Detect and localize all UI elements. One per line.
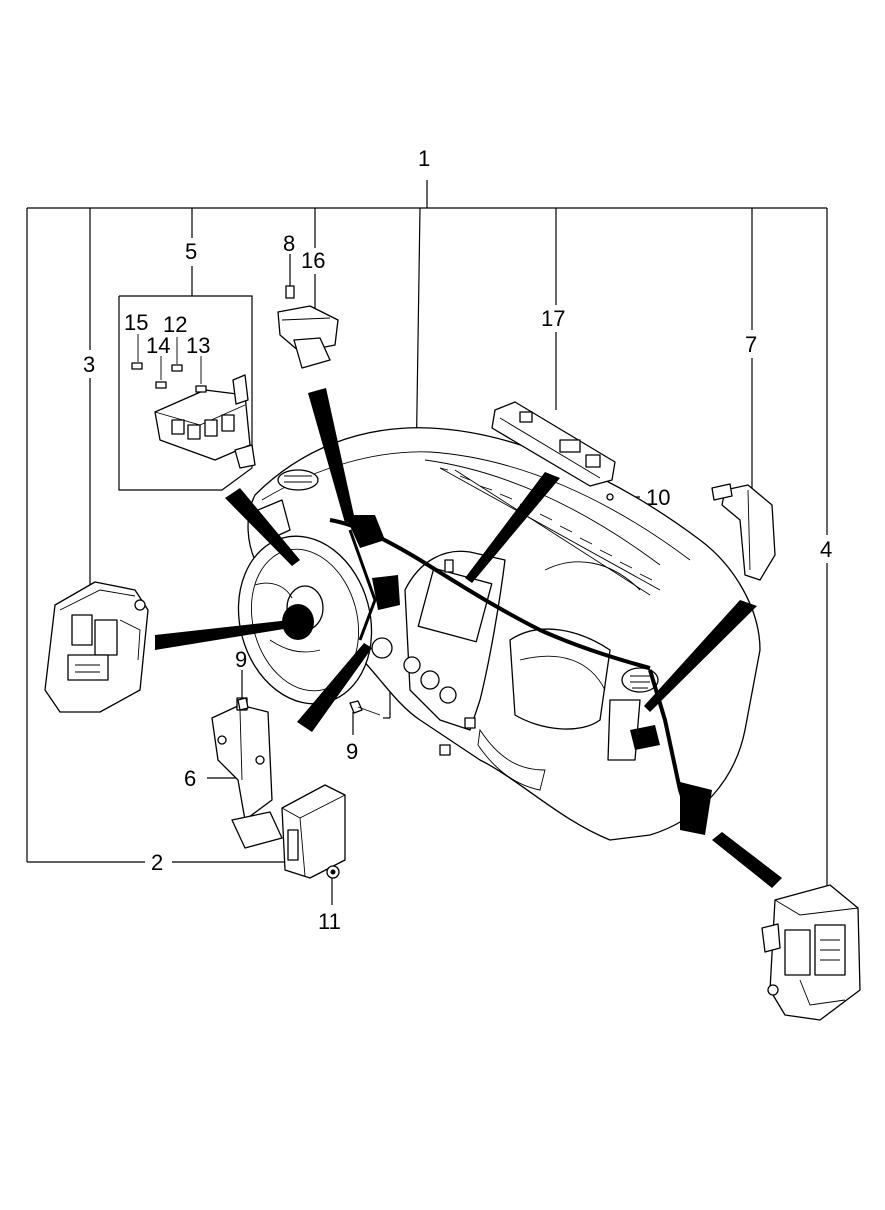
callout-1: 1 bbox=[418, 146, 430, 171]
callout-5: 5 bbox=[185, 239, 197, 264]
callout-16: 16 bbox=[301, 248, 325, 273]
callout-8: 8 bbox=[283, 231, 295, 256]
callout-11: 11 bbox=[318, 909, 341, 934]
relay-16 bbox=[277, 285, 339, 369]
callout-17: 17 bbox=[541, 306, 565, 331]
callout-labels: 1 2 3 4 5 6 7 8 9 9 10 11 12 13 14 15 16… bbox=[83, 146, 832, 934]
bracket-6 bbox=[211, 697, 283, 849]
callout-10: 10 bbox=[646, 485, 670, 510]
callout-13: 13 bbox=[186, 333, 210, 358]
junction-block-3 bbox=[44, 581, 149, 713]
bolts-9 bbox=[237, 697, 381, 716]
junction-block-4 bbox=[761, 884, 861, 1021]
callout-6: 6 bbox=[184, 766, 196, 791]
module-17 bbox=[491, 401, 616, 501]
pointer-arrows bbox=[155, 388, 782, 888]
callout-2: 2 bbox=[151, 850, 163, 875]
callout-12: 12 bbox=[163, 312, 187, 337]
leader-lines bbox=[26, 180, 828, 905]
callout-4: 4 bbox=[820, 537, 832, 562]
control-module-2 bbox=[281, 784, 346, 879]
relay-box-5 bbox=[131, 362, 256, 469]
callout-9-upper: 9 bbox=[235, 647, 247, 672]
callout-7: 7 bbox=[745, 332, 757, 357]
callout-3: 3 bbox=[83, 352, 95, 377]
bracket-7 bbox=[711, 483, 776, 581]
steering-wheel bbox=[237, 535, 373, 705]
callout-9-lower: 9 bbox=[346, 739, 358, 764]
callout-15: 15 bbox=[124, 310, 148, 335]
callout-14: 14 bbox=[146, 333, 170, 358]
